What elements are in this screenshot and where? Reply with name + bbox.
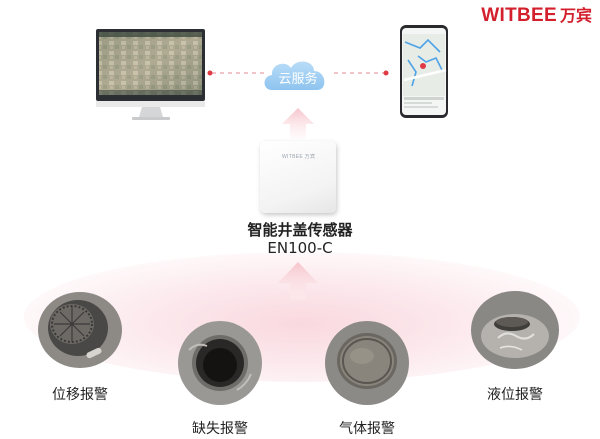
sensor-model: EN100-C (267, 239, 333, 257)
sensor-device-logo: WITBEE 万宾 (282, 154, 316, 160)
arrow-alarms-to-sensor (278, 262, 318, 300)
brand-name-cn: 万宾 (559, 6, 592, 25)
brand-name: WITBEE (481, 5, 557, 26)
alarm-label-gas: 气体报警 (339, 421, 395, 437)
cloud-icon (264, 61, 325, 90)
manhole-cover-icon (471, 291, 559, 369)
cloud-service-label: 云服务 (278, 72, 318, 87)
manhole-cover-icon (178, 321, 262, 405)
sensor-device-icon: WITBEE 万宾 (260, 141, 336, 213)
alarm-label-missing: 缺失报警 (192, 421, 248, 437)
sensor-label: 智能井盖传感器 EN100-C (200, 221, 400, 258)
link-cloud-to-phone (334, 70, 389, 76)
alarm-label-liquid-level: 液位报警 (487, 387, 543, 403)
monitor-icon (96, 29, 205, 120)
manhole-cover-icon (325, 321, 409, 405)
manhole-cover-icon (38, 292, 122, 368)
smartphone-icon (400, 25, 448, 118)
brand-logo: WITBEE 万宾 (481, 2, 592, 27)
sensor-name: 智能井盖传感器 (247, 221, 353, 239)
link-cloud-to-monitor (207, 70, 266, 76)
alarm-label-displacement: 位移报警 (52, 387, 108, 403)
arrow-sensor-to-cloud (282, 108, 314, 139)
